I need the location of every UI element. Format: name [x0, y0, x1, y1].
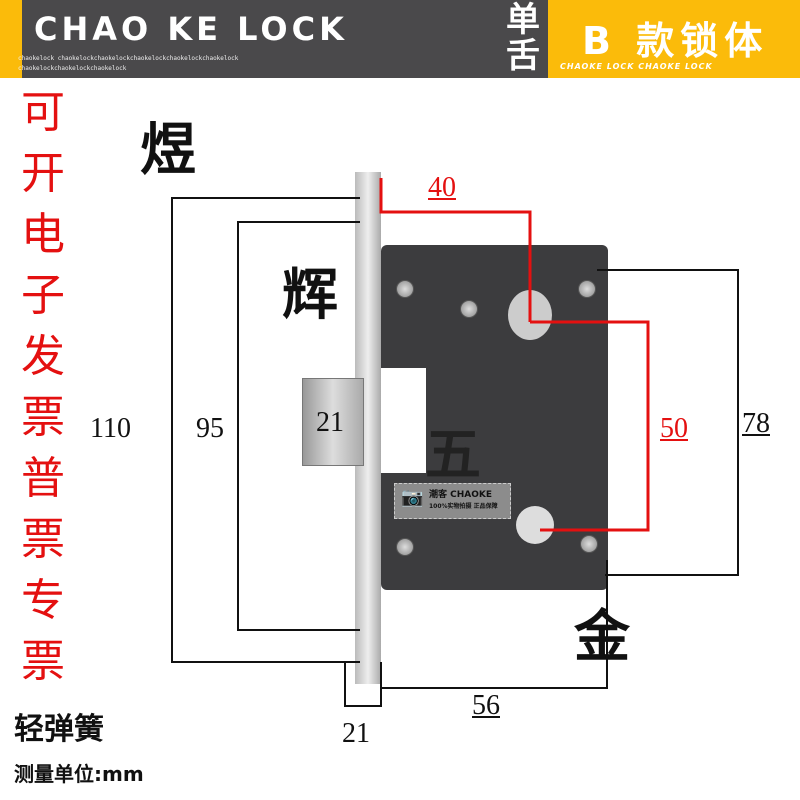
watermark-char: 煜 — [140, 117, 196, 183]
brand-subtext-2: chaokelockchaokelockchaokelock — [18, 65, 127, 72]
cylinder-hole — [516, 506, 554, 544]
dim-inner-height: 95 — [196, 413, 224, 444]
dim-body-width: 56 — [472, 690, 500, 721]
screw — [578, 280, 596, 298]
product-label: 📷 潮客 CHAOKE 100%实物拍摄 正品保障 — [394, 483, 511, 519]
brand-subtext: chaokelock chaokelockchaokelockchaokeloc… — [18, 55, 239, 62]
dim-bolt: 21 — [316, 407, 344, 438]
dim-body-height: 78 — [742, 408, 770, 439]
header-accent-left — [0, 0, 22, 78]
spring-note: 轻弹簧 — [14, 712, 104, 747]
dim-total-height: 110 — [90, 413, 131, 444]
screw — [396, 280, 414, 298]
brand-title: CHAO KE LOCK — [34, 10, 348, 48]
camera-icon: 📷 — [401, 487, 424, 508]
latch-bolt — [302, 378, 364, 466]
dim-hole-spacing: 50 — [660, 413, 688, 444]
label-line2: 100%实物拍摄 正品保障 — [429, 503, 498, 510]
watermark-char: 金 — [574, 604, 630, 670]
single-tongue-label: 单舌 — [506, 0, 540, 76]
dim-plate-thickness: 21 — [342, 718, 370, 749]
model-title: B 款锁体 — [582, 19, 769, 63]
watermark-char: 辉 — [282, 262, 338, 328]
body-cutout — [381, 368, 426, 473]
screw — [396, 538, 414, 556]
model-subtext: CHAOKE LOCK CHAOKE LOCK — [560, 62, 713, 71]
label-line1: 潮客 CHAOKE — [429, 490, 493, 500]
watermark-char: 五 — [425, 422, 481, 488]
screw — [460, 300, 478, 318]
invoice-note: 可开电子发票普票专票 — [21, 87, 65, 687]
screw — [580, 535, 598, 553]
unit-note: 测量单位:mm — [14, 762, 144, 786]
dim-backset: 40 — [428, 172, 456, 203]
header-accent-right — [548, 0, 800, 78]
